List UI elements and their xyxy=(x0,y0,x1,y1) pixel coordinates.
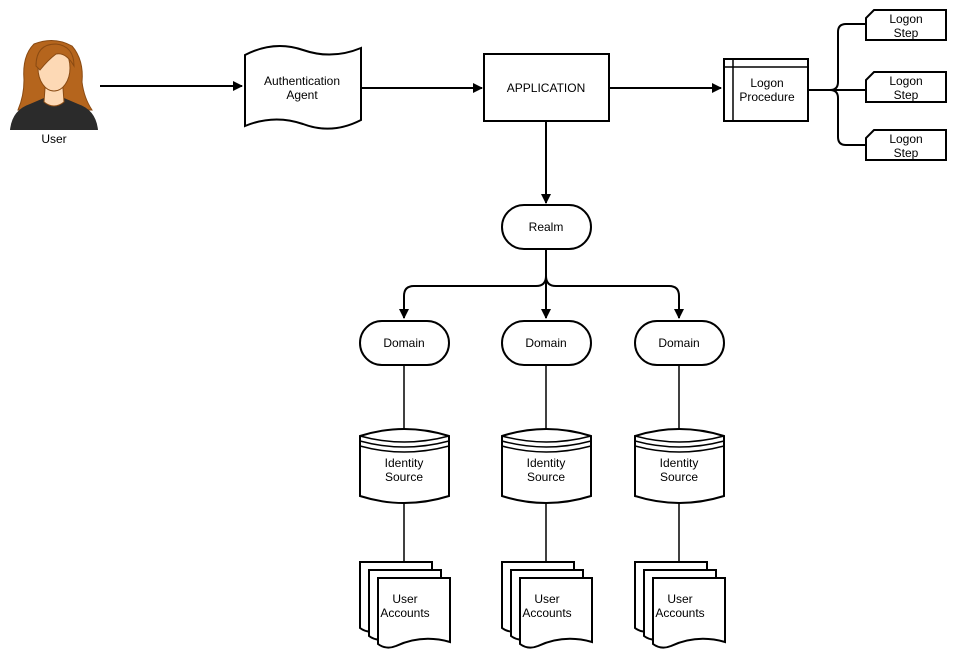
authentication-agent-label-line-2: Agent xyxy=(286,88,318,102)
domain-2-node: Domain xyxy=(501,320,592,366)
authentication-agent-node: Authentication Agent xyxy=(244,45,362,130)
user-accounts-2-node: User Accounts xyxy=(501,561,593,649)
authentication-agent-label-line-1: Authentication xyxy=(264,74,340,88)
realm-label: Realm xyxy=(529,220,564,234)
application-label: APPLICATION xyxy=(507,81,585,95)
user-accounts-2-label-line-2: Accounts xyxy=(522,606,571,620)
logon-procedure-label-line-2: Procedure xyxy=(739,90,795,104)
logon-step-1-label-line-2: Step xyxy=(894,26,919,40)
user-accounts-3-label-line-2: Accounts xyxy=(655,606,704,620)
application-node: APPLICATION xyxy=(483,53,610,122)
logon-procedure-label-line-1: Logon xyxy=(750,76,783,90)
logon-step-2-label-line-2: Step xyxy=(894,88,919,102)
logon-step-3-label-line-1: Logon xyxy=(889,132,922,146)
edge-realm-to-domain-3 xyxy=(545,250,684,319)
user-accounts-1-node: User Accounts xyxy=(359,561,451,649)
user-accounts-3-node: User Accounts xyxy=(634,561,726,649)
logon-step-1-node: Logon Step xyxy=(865,9,947,41)
identity-source-3-label-line-1: Identity xyxy=(660,456,699,470)
user-accounts-2-label-line-1: User xyxy=(534,592,559,606)
edge-logon-procedure-to-step-1 xyxy=(808,23,866,91)
identity-source-3-label-line-2: Source xyxy=(660,470,698,484)
domain-1-node: Domain xyxy=(359,320,450,366)
identity-source-3-node: Identity Source xyxy=(634,428,725,504)
identity-source-1-label-line-1: Identity xyxy=(385,456,424,470)
edge-logon-procedure-to-step-3 xyxy=(808,89,866,146)
logon-procedure-node: Logon Procedure xyxy=(723,58,809,122)
logon-step-3-node: Logon Step xyxy=(865,129,947,161)
user-accounts-1-label-line-2: Accounts xyxy=(380,606,429,620)
identity-source-2-label-line-1: Identity xyxy=(527,456,566,470)
logon-step-2-node: Logon Step xyxy=(865,71,947,103)
identity-source-1-node: Identity Source xyxy=(359,428,450,504)
user-avatar-icon xyxy=(10,40,98,130)
domain-1-label: Domain xyxy=(383,336,424,350)
identity-source-1-label-line-2: Source xyxy=(385,470,423,484)
identity-source-2-label-line-2: Source xyxy=(527,470,565,484)
domain-3-node: Domain xyxy=(634,320,725,366)
realm-node: Realm xyxy=(501,204,592,250)
user-accounts-1-label-line-1: User xyxy=(392,592,417,606)
logon-step-3-label-line-2: Step xyxy=(894,146,919,160)
user-node: User xyxy=(10,40,98,146)
domain-3-label: Domain xyxy=(658,336,699,350)
edge-realm-to-domain-1 xyxy=(399,250,547,319)
identity-source-2-node: Identity Source xyxy=(501,428,592,504)
domain-2-label: Domain xyxy=(525,336,566,350)
connectors xyxy=(100,23,866,562)
logon-step-2-label-line-1: Logon xyxy=(889,74,922,88)
user-label: User xyxy=(41,132,66,146)
logon-step-1-label-line-1: Logon xyxy=(889,12,922,26)
user-accounts-3-label-line-1: User xyxy=(667,592,692,606)
